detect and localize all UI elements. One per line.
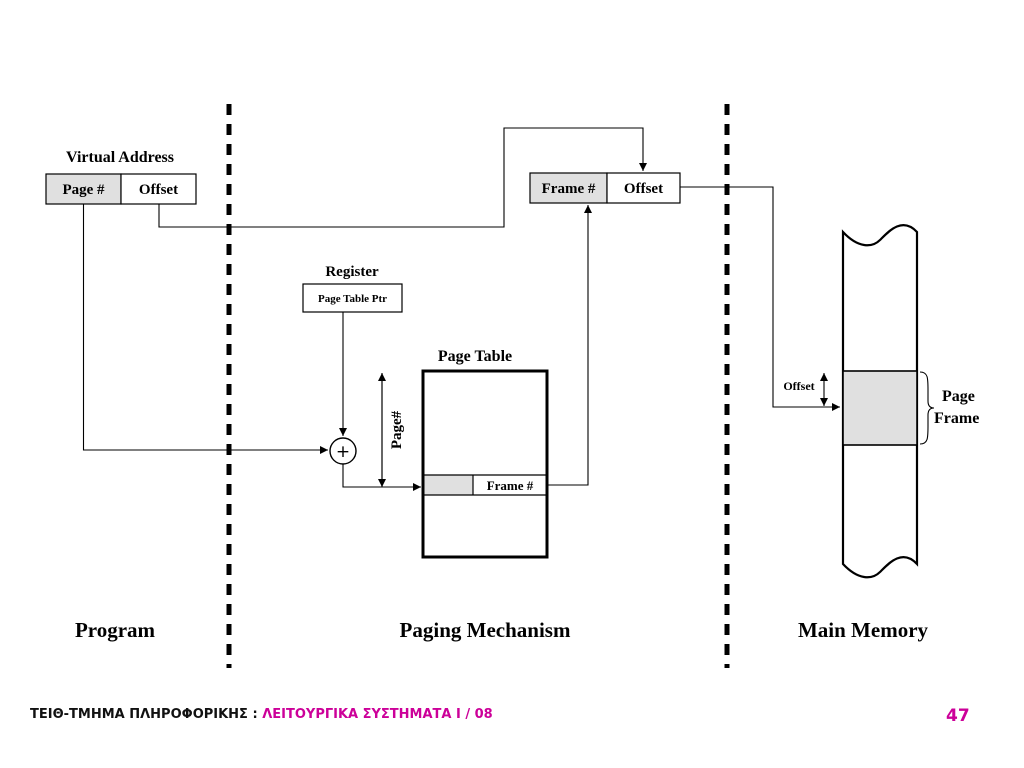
physical-to-memory-line <box>680 186 840 411</box>
frame-number-label: Frame # <box>542 181 596 197</box>
page-table-frame-label: Frame # <box>487 478 534 493</box>
offset-to-physical-line <box>158 127 647 228</box>
footer-course: ΛΕΙΤΟΥΡΓΙΚΑ ΣΥΣΤΗΜΑΤΑ Ι / 08 <box>262 707 493 722</box>
page-table-title: Page Table <box>438 348 512 365</box>
memory-offset-label: Offset <box>783 379 814 393</box>
adder-symbol: + <box>336 442 350 462</box>
physical-address-box: Frame # Offset <box>529 172 681 204</box>
page-frame-label-line1: Page <box>942 388 975 405</box>
physical-offset-label: Offset <box>624 181 663 197</box>
footer-title: ΤΕΙΘ-ΤΜΗΜΑ ΠΛΗΡΟΦΟΡΙΚΗΣ : ΛΕΙΤΟΥΡΓΙΚΑ ΣΥ… <box>30 707 493 722</box>
page-number: 47 <box>946 706 970 726</box>
physical-offset-cell <box>606 172 681 204</box>
page-number-to-adder-line <box>82 204 328 454</box>
frame-to-physical-line <box>547 205 592 486</box>
page-frame-block <box>842 370 918 446</box>
section-paging-mechanism: Paging Mechanism <box>400 618 571 642</box>
virtual-address-title: Virtual Address <box>66 149 174 166</box>
page-number-label: Page # <box>62 182 105 198</box>
page-frame-brace <box>919 371 935 445</box>
section-main-memory: Main Memory <box>798 618 929 642</box>
page-index-label: Page# <box>389 410 405 449</box>
page-table-entry-shaded <box>424 475 473 495</box>
register-title: Register <box>325 264 379 280</box>
section-program: Program <box>75 618 156 642</box>
page-frame-label-line2: Frame <box>934 410 979 427</box>
offset-label: Offset <box>139 182 178 198</box>
page-table-ptr-label: Page Table Ptr <box>318 293 387 305</box>
page-table-box <box>421 369 549 559</box>
page-table-ptr-box <box>302 283 403 313</box>
virtual-address-box: Page # Offset <box>45 173 197 205</box>
footer-department: ΤΕΙΘ-ΤΜΗΜΑ ΠΛΗΡΟΦΟΡΙΚΗΣ : <box>30 707 263 722</box>
adder-to-table-line <box>342 464 421 491</box>
